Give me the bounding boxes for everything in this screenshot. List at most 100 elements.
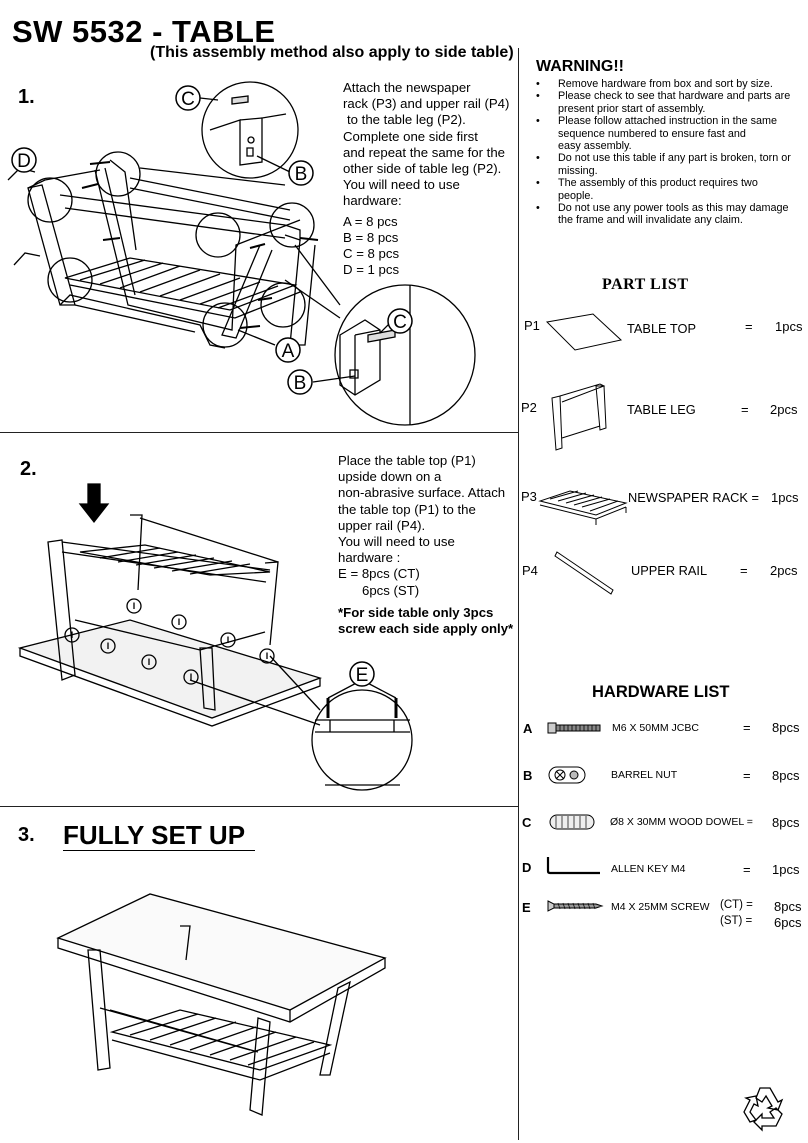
step-2-instructions: Place the table top (P1) upside down on … — [338, 453, 518, 637]
bolt-icon — [547, 722, 601, 734]
step-2-line: the table top (P1) to the — [338, 501, 476, 517]
warning-item: Do not use any power tools as this may d… — [536, 202, 801, 227]
step-1-hardware-line: B = 8 pcs — [343, 229, 399, 245]
hw-name-c: Ø8 X 30MM WOOD DOWEL = — [610, 816, 753, 828]
part-qty-p2: 2pcs — [770, 402, 798, 417]
callout-b-top: B — [295, 164, 308, 185]
step-2-note-line: *For side table only 3pcs — [338, 604, 494, 620]
part-list-title: PART LIST — [602, 276, 689, 293]
hw-code-b: B — [523, 768, 533, 783]
part-eq-p1: = — [745, 319, 753, 334]
part-qty-p4: 2pcs — [770, 563, 798, 578]
warning-item: Please follow attached instruction in th… — [536, 115, 801, 152]
part-code-p4: P4 — [522, 563, 538, 578]
step-1-line: hardware: — [343, 193, 402, 209]
part-eq-p2: = — [741, 402, 749, 417]
step-1-hardware-line: A = 8 pcs — [343, 213, 398, 229]
callout-c-detail: C — [393, 312, 407, 333]
callout-a: A — [282, 341, 295, 362]
step-1-hardware-line: D = 1 pcs — [343, 262, 400, 278]
callout-d: D — [17, 151, 31, 172]
svg-text:I: I — [133, 601, 136, 611]
svg-text:I: I — [266, 651, 269, 661]
screw-icon — [547, 900, 604, 912]
warning-item: Please check to see that hardware and pa… — [536, 90, 801, 115]
step-1-line: You will need to use — [343, 177, 460, 193]
part-qty-p1: 1pcs — [775, 319, 803, 334]
hw-qty-d: 1pcs — [772, 862, 800, 877]
part-name-p1: TABLE TOP — [627, 321, 696, 336]
step-1-number: 1. — [18, 86, 35, 108]
page-title: SW 5532 - TABLE — [12, 14, 276, 49]
hw-eq-b: = — [743, 768, 751, 783]
hw-code-e: E — [522, 900, 531, 915]
step-1-illustration: C B D A C B — [7, 81, 476, 426]
step-2-line: upside down on a — [338, 469, 442, 485]
table-leg-icon — [551, 383, 607, 451]
hw-variant-label-st: (ST) = — [720, 915, 753, 927]
step-2-note-line: screw each side apply only* — [338, 621, 514, 637]
step-1-line: and repeat the same for the — [343, 144, 506, 160]
recycle-icon — [743, 1087, 784, 1132]
column-divider — [518, 48, 519, 1140]
hw-variant-label-ct: (CT) = — [720, 899, 753, 911]
hw-qty-a: 8pcs — [772, 720, 800, 735]
svg-text:I: I — [107, 641, 110, 651]
hardware-list-title: HARDWARE LIST — [592, 683, 730, 701]
warning-title: WARNING!! — [536, 58, 624, 75]
table-top-icon — [545, 313, 623, 351]
part-name-p4: UPPER RAIL — [631, 563, 708, 578]
step-2-line: You will need to use — [338, 534, 455, 550]
wood-dowel-icon — [549, 814, 595, 830]
step-1-line: Complete one side first — [343, 128, 478, 144]
warning-list: Remove hardware from box and sort by siz… — [536, 78, 801, 227]
warning-item: Remove hardware from box and sort by siz… — [536, 78, 801, 91]
step-2-line: hardware : — [338, 550, 401, 566]
step-2-line: 6pcs (ST) — [362, 582, 420, 598]
step-3-title: FULLY SET UP — [63, 820, 246, 850]
hw-variant-qty-ct: 8pcs — [774, 899, 802, 914]
step-1-line: to the table leg (P2). — [347, 112, 466, 128]
step-3-title-underline — [63, 850, 255, 851]
hw-name-d: ALLEN KEY M4 — [611, 863, 686, 875]
step-2-line: non-abrasive surface. Attach — [338, 485, 506, 501]
step-1-line: Attach the newspaper — [343, 80, 471, 95]
part-qty-p3: 1pcs — [771, 490, 799, 505]
step-1-line: rack (P3) and upper rail (P4) — [343, 96, 510, 112]
callout-e: E — [356, 665, 369, 686]
barrel-nut-icon — [548, 766, 586, 784]
svg-text:I: I — [71, 630, 74, 640]
part-code-p2: P2 — [521, 400, 537, 415]
hw-qty-c: 8pcs — [772, 815, 800, 830]
hw-code-d: D — [522, 860, 532, 875]
warning-item: Do not use this table if any part is bro… — [536, 152, 801, 177]
warning-item: The assembly of this product requires tw… — [536, 177, 801, 202]
step-divider-2 — [0, 806, 518, 807]
hw-code-a: A — [523, 721, 533, 736]
part-name-p3: NEWSPAPER RACK = — [628, 490, 759, 505]
hw-qty-b: 8pcs — [772, 768, 800, 783]
svg-text:I: I — [148, 657, 151, 667]
step-2-line: upper rail (P4). — [338, 517, 426, 533]
step-3-illustration — [56, 893, 387, 1116]
step-1-hardware-line: C = 8 pcs — [343, 246, 400, 262]
step-1-line: other side of table leg (P2). — [343, 161, 502, 177]
step-divider-1 — [0, 432, 518, 433]
hw-eq-a: = — [743, 720, 751, 735]
part-eq-p4: = — [740, 563, 748, 578]
upper-rail-icon — [554, 551, 614, 595]
part-name-p2: TABLE LEG — [627, 402, 696, 417]
svg-text:I: I — [190, 672, 193, 682]
step-2-line: Place the table top (P1) — [338, 453, 476, 468]
step-1-instructions: Attach the newspaper rack (P3) and upper… — [343, 80, 515, 278]
hw-name-a: M6 X 50MM JCBC — [612, 722, 699, 734]
callout-c-top: C — [181, 89, 195, 110]
hw-name-b: BARREL NUT — [611, 769, 678, 781]
step-2-line: E = 8pcs (CT) — [338, 566, 420, 582]
step-2-number: 2. — [20, 458, 37, 480]
svg-text:I: I — [227, 635, 230, 645]
hw-code-c: C — [522, 815, 532, 830]
page-subtitle: (This assembly method also apply to side… — [150, 44, 514, 61]
hw-eq-d: = — [743, 862, 751, 877]
